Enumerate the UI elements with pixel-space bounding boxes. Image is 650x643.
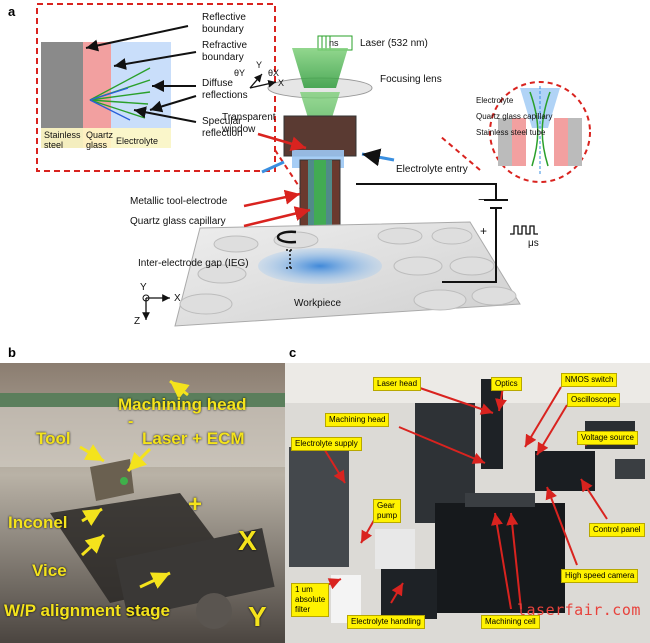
vice-label: Vice — [32, 561, 67, 580]
high-speed-camera-box: High speed camera — [561, 569, 639, 583]
circle-tube-label: Stainless steel tube — [476, 128, 546, 137]
quartz-glass-label: Quartz glass — [86, 130, 114, 150]
voltage-source-box: Voltage source — [577, 431, 638, 445]
watermark: laserfair.com — [517, 601, 641, 619]
axis-y-b: Y — [248, 601, 267, 632]
theta-x-label: θX — [268, 68, 280, 78]
photo-c — [285, 363, 650, 643]
refractive-boundary-label: Refractive boundary — [202, 40, 248, 63]
theta-y-label: θY — [234, 68, 246, 78]
laser-label: Laser (532 nm) — [360, 38, 428, 49]
stainless-steel-label: Stainless steel — [44, 130, 81, 150]
schematic-drawing — [36, 3, 591, 327]
transparent-window-label: Transparent window — [222, 112, 276, 135]
axis-z-bottom-label: Z — [134, 316, 141, 327]
circle-quartz-label: Quartz glass capillary — [476, 112, 553, 121]
electrolyte-supply-box: Electrolyte supply — [291, 437, 362, 451]
axis-x-bottom-label: X — [174, 293, 181, 304]
panel-c: c Laser head Optics NMOS switch Oscillos… — [285, 343, 650, 643]
plus-sign-b: + — [188, 491, 203, 518]
reflective-boundary-label: Reflective boundary — [202, 12, 246, 35]
pulse-ns-label: ns — [329, 38, 339, 48]
axis-y-bottom-label: Y — [140, 282, 147, 293]
laser-head-box: Laser head — [373, 377, 422, 391]
electrolyte-layer-label: Electrolyte — [116, 136, 159, 146]
ieg-label: Inter-electrode gap (IEG) — [138, 258, 249, 269]
minus-terminal: − — [478, 192, 486, 207]
plus-terminal: + — [480, 224, 488, 238]
axis-y-top-label: Y — [256, 60, 263, 70]
wp-stage-label: W/P alignment stage — [4, 601, 170, 620]
specular-reflection-label: Specular reflection — [202, 116, 243, 139]
electrolyte-handling-box: Electrolyte handling — [347, 615, 425, 629]
workpiece-label: Workpiece — [294, 298, 342, 309]
photo-b — [0, 363, 285, 643]
axis-x-top-label: X — [278, 78, 285, 88]
panel-a-label: a — [8, 4, 16, 19]
inconel-label: Inconel — [8, 513, 68, 532]
machining-head-label-b: Machining head — [118, 395, 247, 414]
panel-c-label: c — [289, 345, 297, 360]
panel-b: b Machining head Tool Laser + ECM - + In… — [0, 343, 285, 643]
electrolyte-entry-label: Electrolyte entry — [396, 164, 468, 175]
tool-label: Tool — [36, 429, 71, 448]
optics-box: Optics — [491, 377, 522, 391]
circle-electrolyte-label: Electrolyte — [476, 96, 514, 105]
quartz-capillary-label: Quartz glass capillary — [130, 216, 226, 227]
machining-head-box: Machining head — [325, 413, 390, 427]
laser-ecm-label: Laser + ECM — [142, 429, 245, 448]
axis-x-b: X — [238, 525, 257, 556]
minus-sign-b: - — [128, 413, 134, 430]
gear-pump-box: Gear pump — [373, 499, 402, 523]
machining-cell-box: Machining cell — [481, 615, 540, 629]
metallic-tool-label: Metallic tool-electrode — [130, 196, 228, 207]
filter-box: 1 um absolute filter — [291, 583, 330, 617]
nmos-switch-box: NMOS switch — [561, 373, 618, 387]
diffuse-reflections-label: Diffuse reflections — [202, 78, 248, 101]
panel-a: a Reflective boundary Refractive boundar… — [8, 3, 591, 327]
panel-b-label: b — [8, 345, 16, 360]
microsecond-label: μs — [528, 238, 539, 249]
control-panel-box: Control panel — [589, 523, 645, 537]
focusing-lens-label: Focusing lens — [380, 74, 442, 85]
oscilloscope-box: Oscilloscope — [567, 393, 621, 407]
